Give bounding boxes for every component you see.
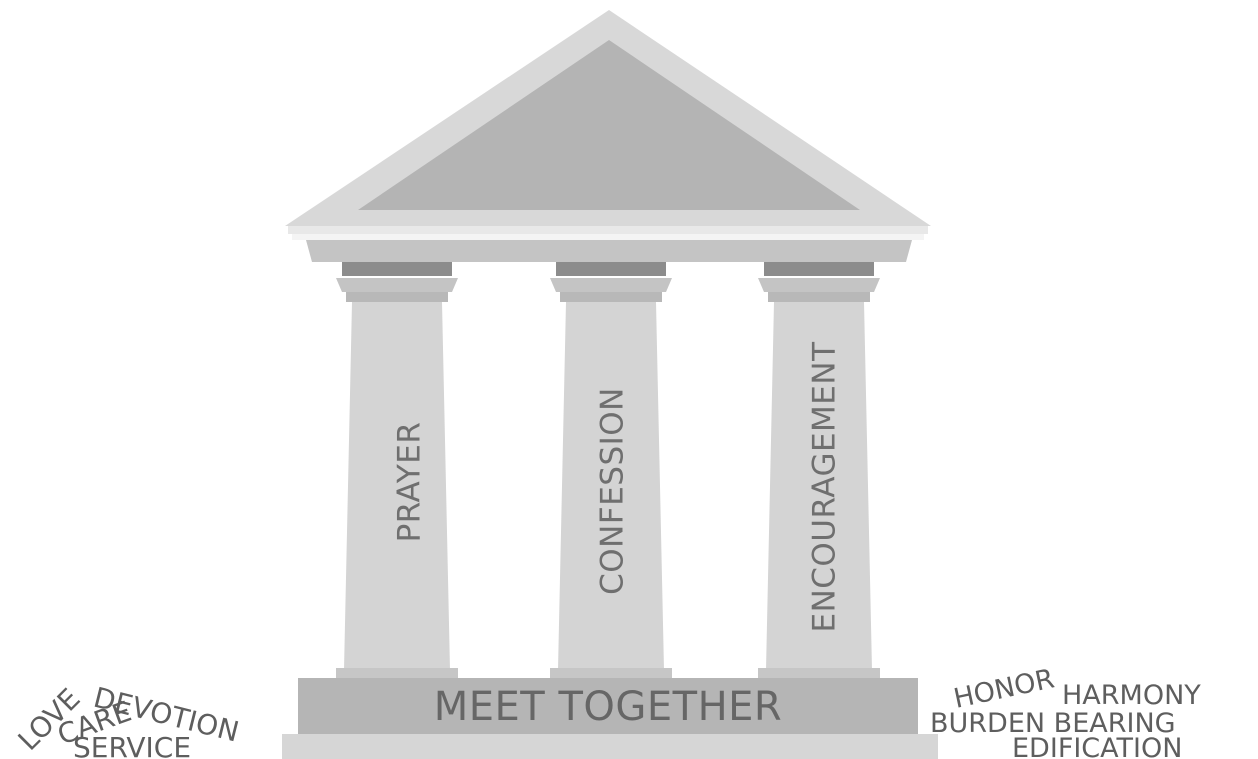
- column-encouragement: [758, 262, 880, 678]
- column-prayer: [336, 262, 458, 678]
- word-harmony: HARMONY: [1062, 680, 1201, 711]
- word-burden-bearing: BURDEN BEARING: [930, 708, 1176, 739]
- roof-ledge-strip: [292, 234, 924, 240]
- roof-inner: [358, 40, 860, 210]
- word-service: SERVICE: [73, 731, 191, 759]
- word-edification: EDIFICATION: [1012, 733, 1182, 759]
- base-step: [282, 734, 938, 759]
- base-block: [298, 678, 918, 734]
- base-label: MEET TOGETHER: [434, 684, 782, 730]
- entablature: [306, 240, 912, 262]
- roof-ledge-light: [288, 226, 928, 234]
- column-confession: [550, 262, 672, 678]
- column-label-confession: CONFESSION: [595, 387, 631, 595]
- column-label-encouragement: ENCOURAGEMENT: [807, 341, 843, 633]
- column-label-prayer: PRAYER: [392, 422, 428, 543]
